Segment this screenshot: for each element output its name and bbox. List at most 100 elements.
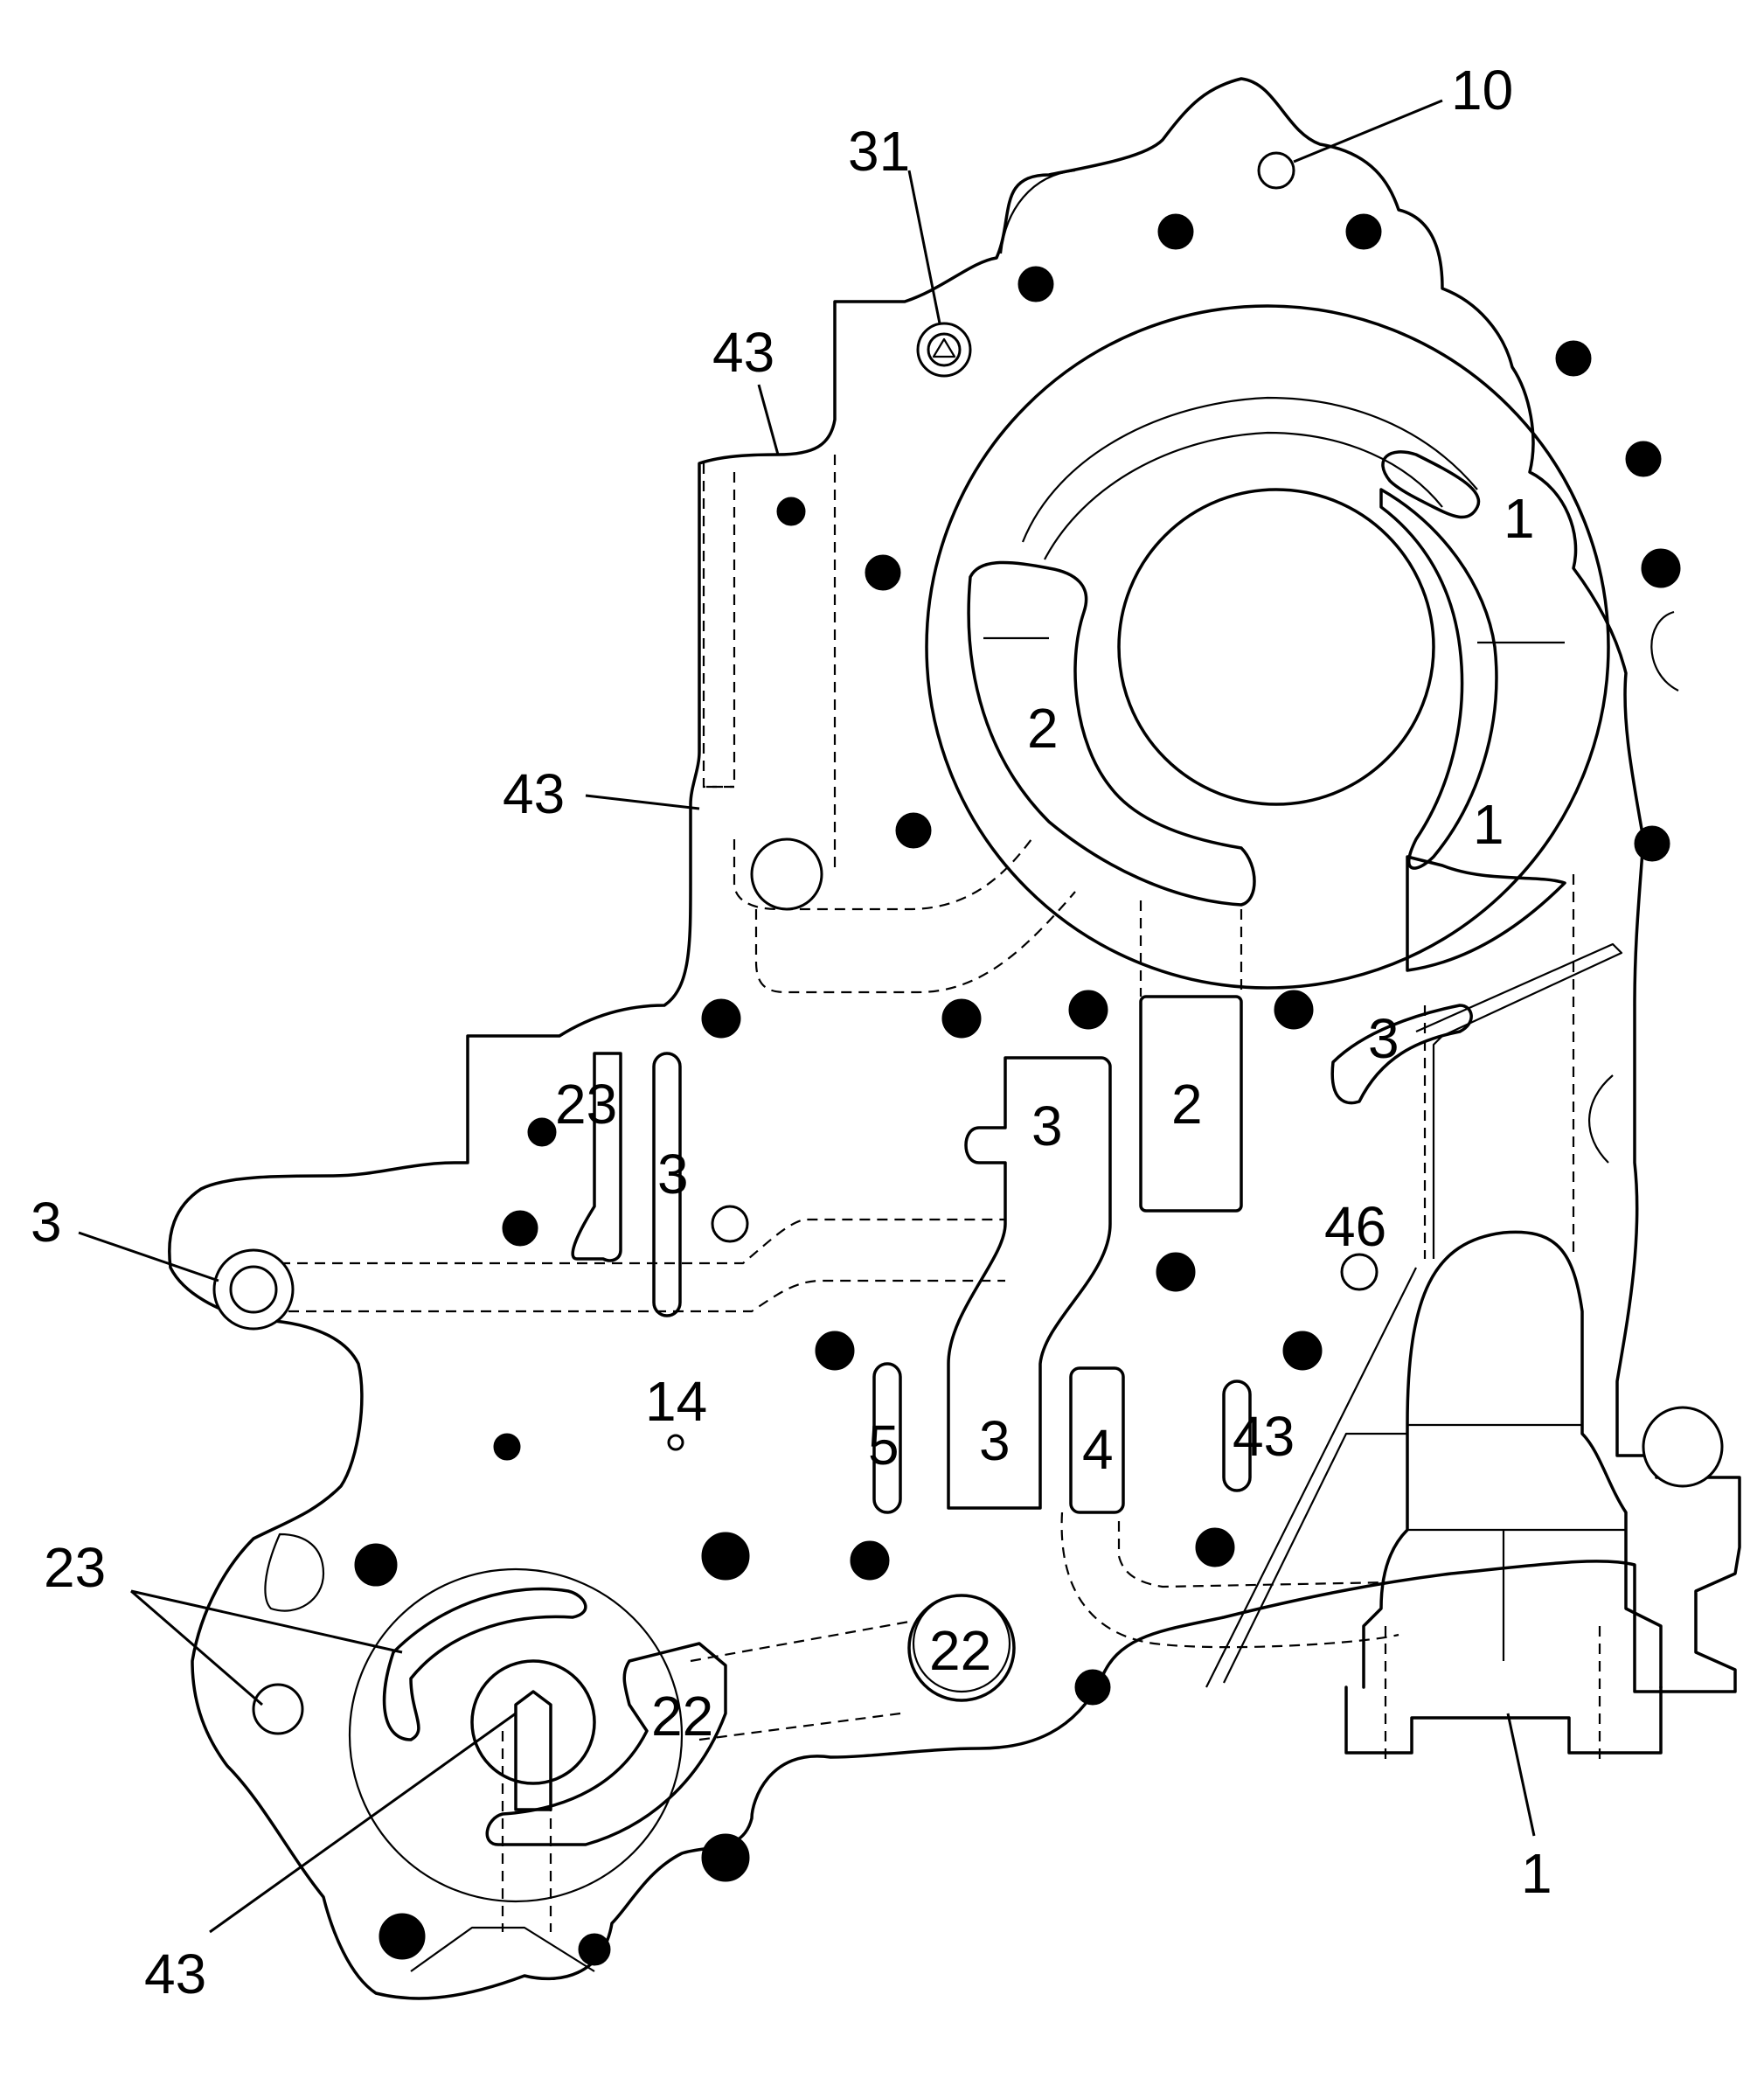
- leader-43-bottom: [209, 1712, 517, 1934]
- bolt: [378, 1913, 426, 1960]
- lower-pump-arc-22: [485, 1642, 727, 1846]
- hidden-passage-right: [1423, 874, 1575, 1259]
- slot-3-large: [947, 1056, 1112, 1510]
- leader-31: [907, 170, 941, 324]
- callout-5: 5: [868, 1414, 899, 1477]
- callout-3-slot-large: 3: [1031, 1095, 1063, 1157]
- hidden-passage-center: [1139, 900, 1243, 997]
- pump-feet: [1344, 1685, 1663, 1755]
- bolt: [701, 998, 741, 1039]
- pump-body-inner: [1407, 1423, 1626, 1661]
- hole-3-left-inner: [229, 1265, 278, 1314]
- housing-notch-right: [1650, 610, 1679, 692]
- hole-10: [1257, 151, 1295, 190]
- leader-23-a: [130, 1589, 403, 1654]
- hidden-passage-pump: [1384, 1626, 1601, 1766]
- hidden-passage-mid-left-2: [288, 1279, 1005, 1313]
- hole-small-center: [711, 1205, 749, 1243]
- slot-2: [1139, 995, 1243, 1213]
- callout-2-bore: 2: [1027, 697, 1059, 760]
- hole-pump-boss: [1642, 1406, 1724, 1488]
- callout-3-lower-slot: 3: [979, 1409, 1010, 1472]
- hole-31-triangle: [932, 337, 956, 358]
- bolt: [1634, 825, 1670, 862]
- bolt: [850, 1540, 890, 1581]
- callout-43-right: 43: [1233, 1405, 1295, 1468]
- lower-pump-arc-23: [382, 1587, 587, 1741]
- hidden-passage-lower-2: [1117, 1521, 1391, 1588]
- hole-46: [1340, 1253, 1379, 1291]
- lower-pump-shaft: [514, 1690, 552, 1811]
- channel-1-upper: [1381, 450, 1481, 519]
- channel-2-upper: [967, 560, 1256, 907]
- bolt: [1274, 990, 1314, 1030]
- bolt: [1074, 1669, 1111, 1706]
- hole-23-lower: [252, 1683, 304, 1735]
- bolt: [578, 1933, 611, 1966]
- bolt: [1345, 213, 1382, 250]
- hole-14: [667, 1434, 684, 1451]
- housing-outline: [168, 77, 1741, 2000]
- bolt: [865, 554, 901, 591]
- bolt: [527, 1117, 557, 1147]
- slot-3-small: [1330, 1004, 1473, 1105]
- bolt: [895, 812, 932, 849]
- bolt: [1195, 1527, 1235, 1567]
- bolt: [701, 1532, 750, 1581]
- bolt: [1282, 1331, 1323, 1371]
- slot-5: [872, 1362, 902, 1514]
- hidden-passage-left-vertical: [704, 455, 837, 874]
- upper-boss: [999, 169, 1076, 254]
- slot-23-upper: [571, 1052, 622, 1262]
- callout-22-boss: 22: [929, 1619, 991, 1682]
- callout-4: 4: [1082, 1418, 1114, 1481]
- bolt: [1157, 213, 1194, 250]
- leader-3-left: [78, 1231, 219, 1282]
- callout-43-left: 43: [503, 762, 565, 825]
- bolt: [701, 1833, 750, 1882]
- pump-right-band: [1415, 942, 1623, 1259]
- leader-1-bottom: [1506, 1713, 1536, 1837]
- callout-10: 10: [1451, 59, 1513, 122]
- callout-14: 14: [645, 1370, 707, 1433]
- callout-43-top: 43: [712, 321, 774, 384]
- hidden-passage-left-lower-2: [754, 891, 1076, 994]
- bolt: [493, 1433, 521, 1461]
- callouts: 10 31 43 1 2 43 1 3 2 23 3 3 3 46 14 5 3…: [31, 59, 1552, 2005]
- leader-43-left: [585, 794, 700, 810]
- callout-1-bottom: 1: [1521, 1842, 1552, 1905]
- callout-22-arc: 22: [651, 1685, 713, 1748]
- slot-4: [1069, 1366, 1125, 1514]
- leader-43-top: [757, 384, 780, 455]
- lower-pump-outer: [348, 1567, 684, 1903]
- pump-body-outline: [1362, 1230, 1663, 1689]
- left-rectangle-cover: [702, 463, 734, 789]
- bolt: [941, 998, 982, 1039]
- callout-31: 31: [848, 120, 910, 183]
- callout-46: 46: [1324, 1195, 1386, 1258]
- hidden-passage-left-lower: [733, 838, 1032, 911]
- channel-1-arc: [1379, 488, 1498, 870]
- hidden-passage-lower: [1060, 1512, 1399, 1649]
- boss-22-inner: [912, 1594, 1011, 1693]
- channel-1-lower: [1406, 855, 1566, 972]
- ring-channel-1-inner: [1044, 431, 1443, 560]
- bolt: [1156, 1252, 1196, 1292]
- pump-diagonal: [1205, 1267, 1417, 1688]
- lower-pump-hub: [470, 1659, 596, 1785]
- ring-channel-1-outer: [1021, 396, 1478, 543]
- callout-2-slot: 2: [1171, 1073, 1203, 1136]
- bolt: [502, 1210, 538, 1247]
- lower-left-boss: [264, 1532, 325, 1612]
- bolt: [1625, 441, 1662, 477]
- bolt: [354, 1543, 398, 1587]
- leader-10: [1293, 99, 1443, 163]
- main-bore-inner: [1117, 488, 1435, 806]
- callout-43-bottom: 43: [144, 1943, 206, 2005]
- callout-23-upper: 23: [555, 1073, 617, 1136]
- bolt-group: [354, 213, 1707, 1966]
- main-bore-outer: [925, 304, 1610, 990]
- slot-3-vertical: [652, 1052, 682, 1317]
- housing-notch-right-2: [1588, 1074, 1614, 1164]
